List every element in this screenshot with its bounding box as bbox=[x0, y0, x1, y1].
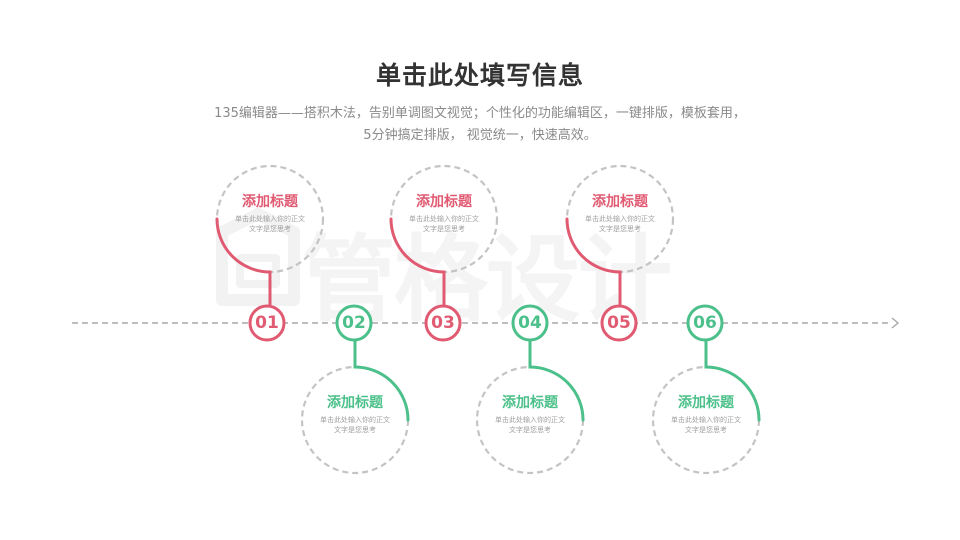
step-06-number-ring bbox=[686, 304, 724, 342]
timeline-arrow-icon bbox=[891, 317, 900, 329]
step-05-number-ring bbox=[600, 304, 638, 342]
step-number: 05 bbox=[607, 313, 631, 333]
step-03-connector bbox=[389, 217, 446, 307]
step-01 bbox=[215, 164, 325, 342]
step-02 bbox=[300, 304, 410, 475]
step-text: 单击此处输入你的正文文字是您思考 bbox=[585, 215, 655, 233]
step-title: 添加标题 bbox=[327, 395, 383, 411]
step-02-connector bbox=[353, 339, 410, 422]
step-04-connector bbox=[528, 339, 585, 422]
step-03 bbox=[389, 164, 499, 342]
step-title: 添加标题 bbox=[592, 194, 648, 210]
step-number: 01 bbox=[255, 313, 279, 333]
step-card: 添加标题单击此处输入你的正文文字是您思考 bbox=[476, 392, 584, 435]
step-06 bbox=[651, 304, 761, 475]
step-card: 添加标题单击此处输入你的正文文字是您思考 bbox=[390, 191, 498, 234]
step-number: 02 bbox=[342, 313, 366, 333]
step-01-number-ring bbox=[248, 304, 286, 342]
step-card: 添加标题单击此处输入你的正文文字是您思考 bbox=[301, 392, 409, 435]
subtitle-line-2: 5分钟搞定排版， 视觉统一，快速高效。 bbox=[363, 128, 597, 143]
step-title: 添加标题 bbox=[502, 395, 558, 411]
step-number: 06 bbox=[693, 313, 717, 333]
step-05-connector bbox=[565, 217, 622, 307]
step-04-number-ring bbox=[511, 304, 549, 342]
step-card: 添加标题单击此处输入你的正文文字是您思考 bbox=[566, 191, 674, 234]
step-text: 单击此处输入你的正文文字是您思考 bbox=[320, 416, 390, 434]
step-title: 添加标题 bbox=[242, 194, 298, 210]
step-text: 单击此处输入你的正文文字是您思考 bbox=[235, 215, 305, 233]
step-text: 单击此处输入你的正文文字是您思考 bbox=[495, 416, 565, 434]
step-title: 添加标题 bbox=[678, 395, 734, 411]
step-04 bbox=[475, 304, 585, 475]
step-card: 添加标题单击此处输入你的正文文字是您思考 bbox=[652, 392, 760, 435]
step-06-connector bbox=[704, 339, 761, 422]
step-number: 04 bbox=[518, 313, 542, 333]
page-title: 单击此处填写信息 bbox=[375, 61, 584, 90]
step-text: 单击此处输入你的正文文字是您思考 bbox=[671, 416, 741, 434]
page-subtitle: 135编辑器——搭积木法，告别单调图文视觉；个性化的功能编辑区，一键排版，模板套… bbox=[120, 103, 840, 147]
step-03-number-ring bbox=[424, 304, 462, 342]
step-card: 添加标题单击此处输入你的正文文字是您思考 bbox=[216, 191, 324, 234]
step-text: 单击此处输入你的正文文字是您思考 bbox=[409, 215, 479, 233]
step-02-number-ring bbox=[335, 304, 373, 342]
step-title: 添加标题 bbox=[416, 194, 472, 210]
step-05 bbox=[565, 164, 675, 342]
step-01-connector bbox=[215, 217, 272, 307]
subtitle-line-1: 135编辑器——搭积木法，告别单调图文视觉；个性化的功能编辑区，一键排版，模板套… bbox=[214, 106, 746, 121]
watermark-logo-icon bbox=[216, 208, 300, 306]
step-number: 03 bbox=[431, 313, 455, 333]
